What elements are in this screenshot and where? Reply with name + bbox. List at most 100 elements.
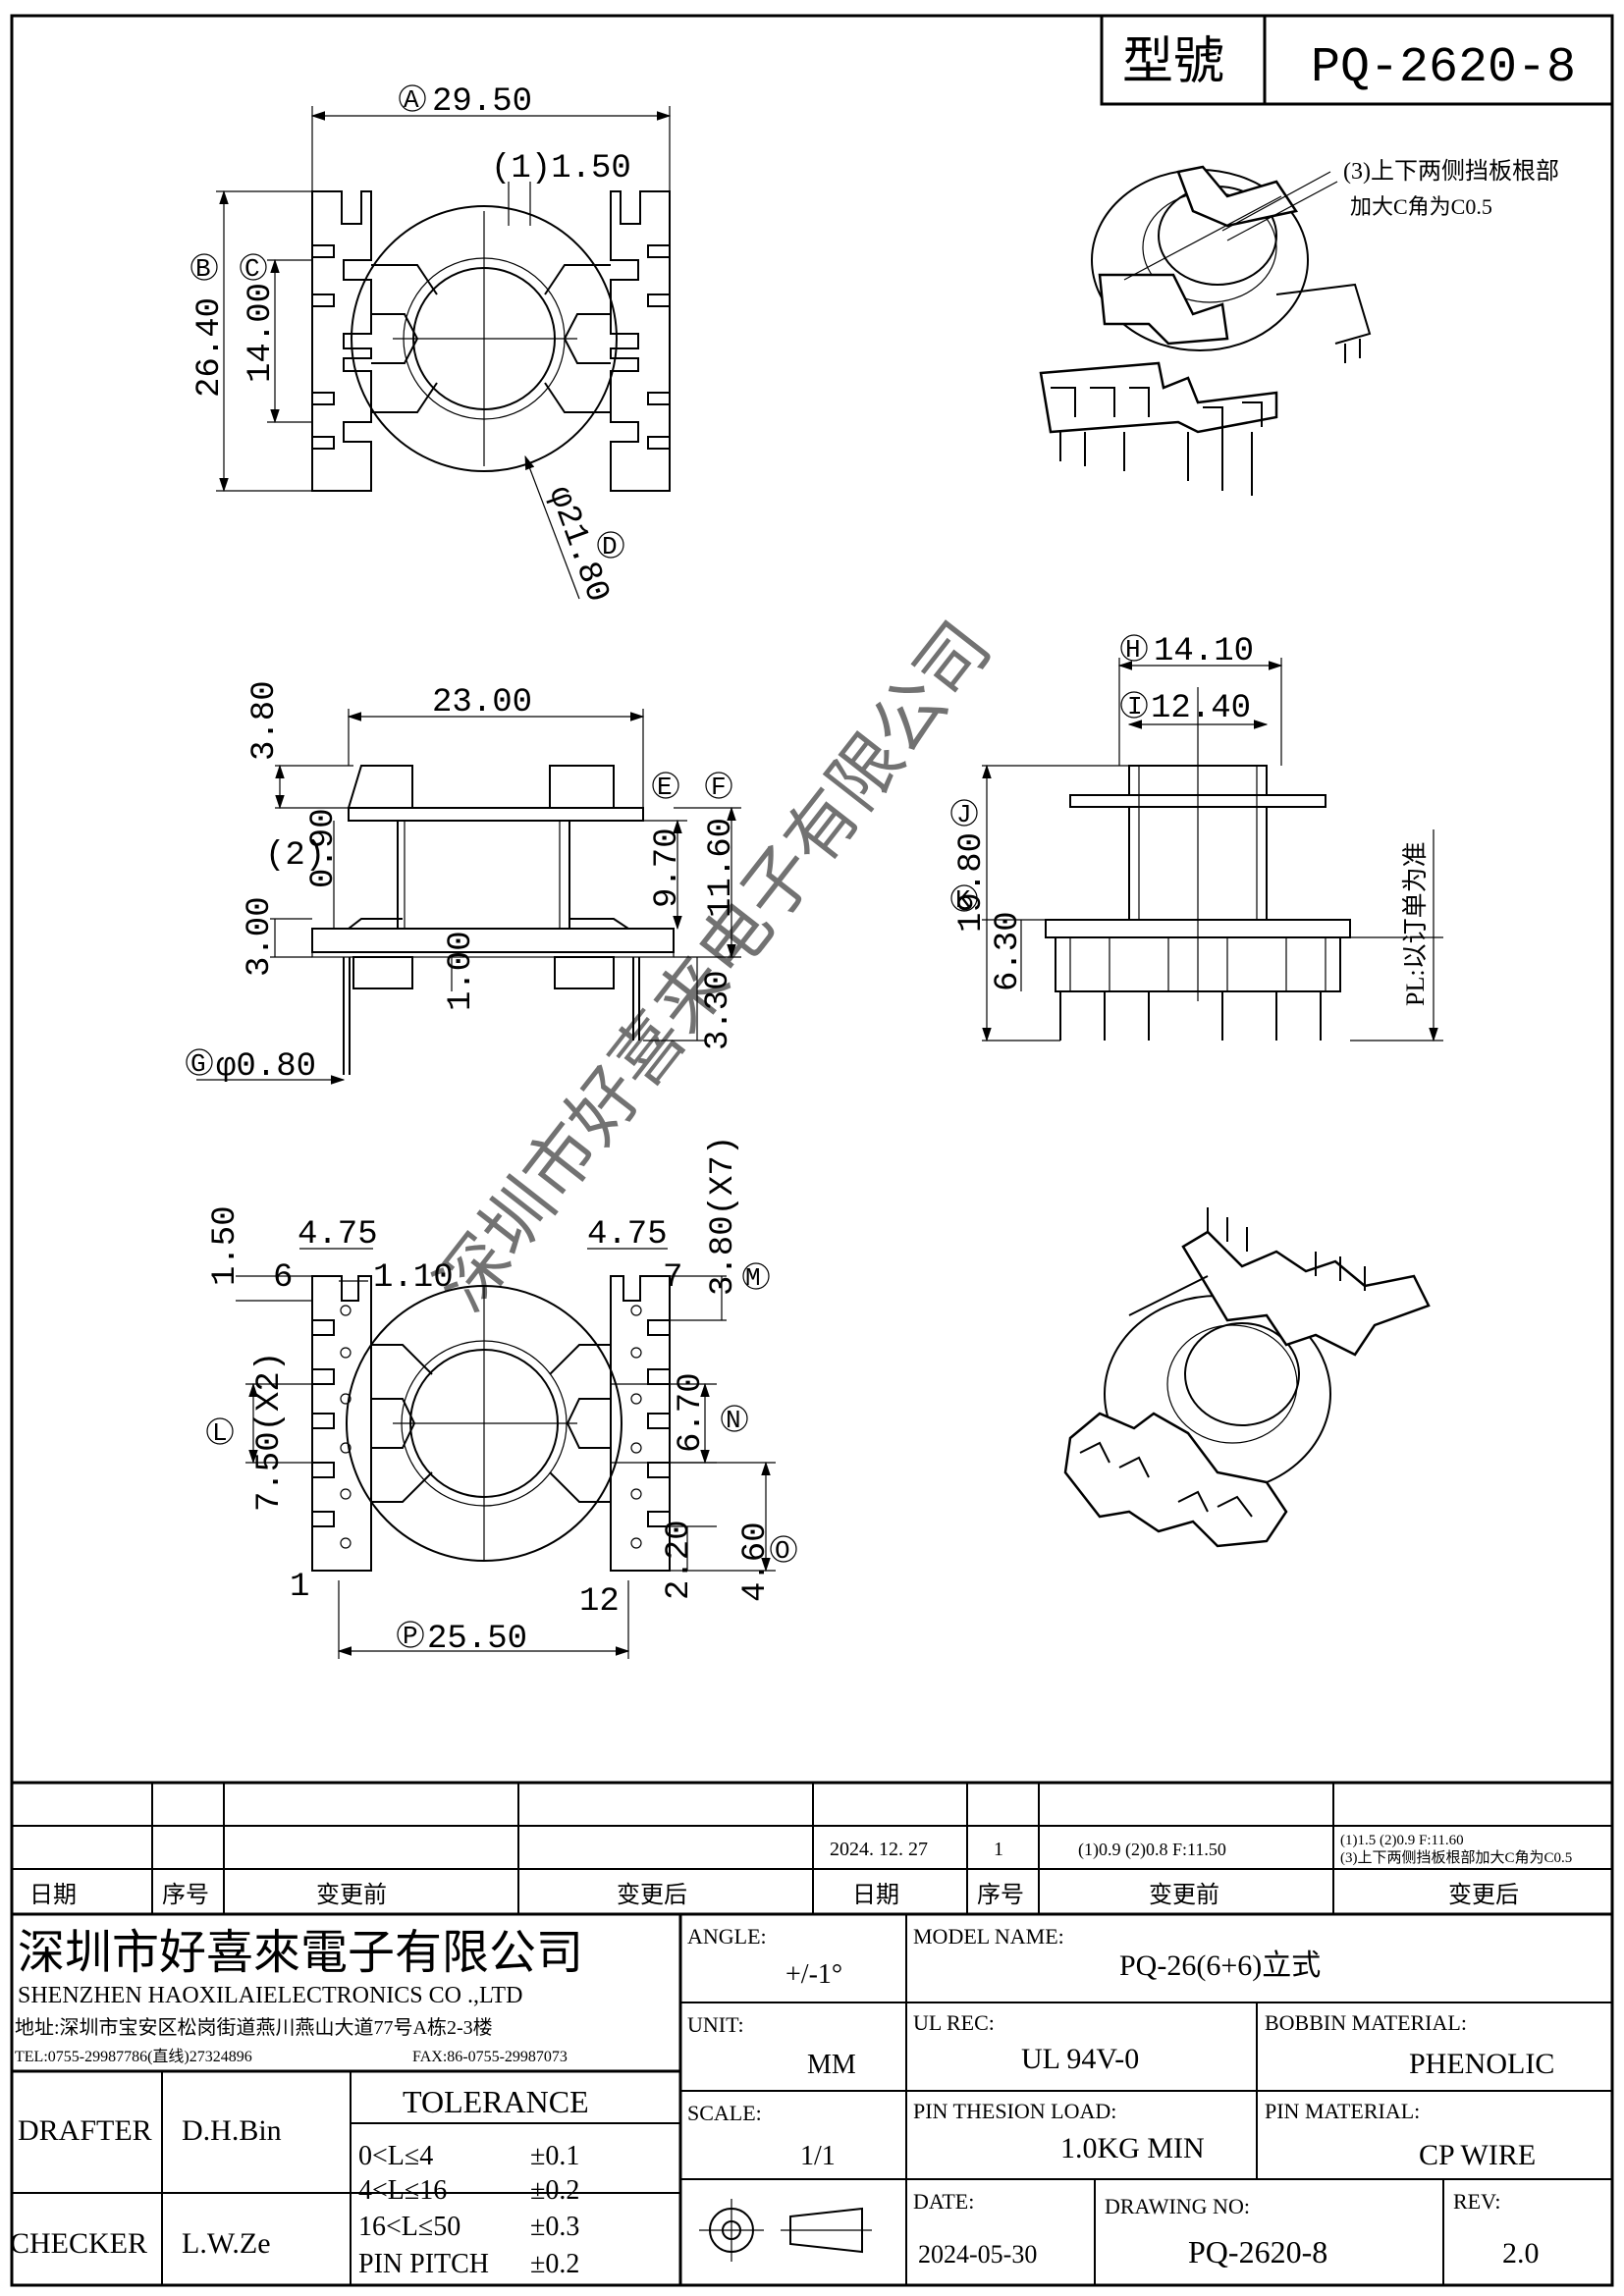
model-name-value: PQ-26(6+6)立式 xyxy=(1119,1949,1321,1982)
checker-label: CHECKER xyxy=(10,2227,147,2260)
dim-side-30: 3.00 xyxy=(242,896,279,977)
letter-E: E xyxy=(657,773,673,802)
rev-label: REV: xyxy=(1453,2189,1500,2214)
tension-value: 1.0KG MIN xyxy=(1060,2132,1205,2164)
bobbin-label: BOBBIN MATERIAL: xyxy=(1265,2010,1467,2035)
dim-G: φ0.80 xyxy=(216,1048,316,1086)
letter-M: M xyxy=(745,1263,761,1293)
dim-O: 4.60 xyxy=(737,1522,775,1602)
unit-value: MM xyxy=(807,2050,856,2080)
rev-value: 2.0 xyxy=(1502,2237,1540,2269)
rev-header-after1: 变更后 xyxy=(617,1882,687,1908)
iso-view-bottom xyxy=(1063,1207,1431,1548)
iso-note-line1: (3)上下两侧挡板根部 xyxy=(1343,158,1559,185)
dim-475a: 4.75 xyxy=(298,1216,378,1254)
model-header-label: 型號 xyxy=(1122,34,1224,90)
iso-view-top: (3)上下两侧挡板根部 加大C角为C0.5 xyxy=(1039,158,1559,496)
letter-F: F xyxy=(711,773,727,802)
scale-label: SCALE: xyxy=(687,2101,762,2125)
checker-value: L.W.Ze xyxy=(182,2227,271,2260)
side-view: 23.00 3.80 (2) 0.90 E 9.70 F 11.60 3.00 … xyxy=(186,680,741,1086)
dim-side-38: 3.80 xyxy=(246,680,284,761)
letter-A: A xyxy=(404,85,419,115)
dim-150: 1.50 xyxy=(207,1205,244,1286)
rev-header-before1: 变更前 xyxy=(316,1882,387,1908)
company-name-cn: 深圳市好喜來電子有限公司 xyxy=(18,1927,583,1979)
dim-J: 19.80 xyxy=(953,832,991,933)
ul-label: UL REC: xyxy=(913,2010,995,2035)
dim-475b: 4.75 xyxy=(587,1216,668,1254)
letter-N: N xyxy=(726,1406,741,1435)
letter-K: K xyxy=(955,885,971,915)
rev-after-line2: (3)上下两侧挡板根部加大C角为C0.5 xyxy=(1340,1848,1572,1866)
company-address: 地址:深圳市宝安区松岗街道燕川燕山大道77号A栋2-3楼 xyxy=(15,2016,493,2039)
rev-header-before2: 变更前 xyxy=(1149,1882,1219,1908)
drafter-label: DRAFTER xyxy=(18,2114,152,2147)
drawing-no-value: PQ-2620-8 xyxy=(1188,2234,1327,2269)
drawing-no-label: DRAWING NO: xyxy=(1105,2194,1250,2218)
dim-B: 26.40 xyxy=(191,297,229,398)
model-header-value: PQ-2620-8 xyxy=(1311,40,1576,96)
model-name-label: MODEL NAME: xyxy=(913,1924,1064,1949)
pin-1: 1 xyxy=(290,1569,309,1606)
tol-value-3: ±0.2 xyxy=(530,2249,579,2279)
pin-12: 12 xyxy=(579,1583,620,1621)
letter-C: C xyxy=(244,254,260,284)
letter-H: H xyxy=(1125,635,1141,665)
angle-value: +/-1° xyxy=(785,1959,842,1990)
dim-220: 2.20 xyxy=(661,1520,698,1600)
letter-I: I xyxy=(1127,692,1143,721)
date-label: DATE: xyxy=(913,2189,974,2214)
tol-range-2: 16<L≤50 xyxy=(358,2212,460,2242)
date-value: 2024-05-30 xyxy=(918,2240,1037,2269)
dim-side-09: 0.90 xyxy=(305,808,343,888)
letter-D: D xyxy=(602,532,618,561)
title-block: 深圳市好喜來電子有限公司 SHENZHEN HAOXILAIELECTRONIC… xyxy=(10,1914,1612,2285)
rev-header-seq2: 序号 xyxy=(977,1882,1024,1908)
rev-date: 2024. 12. 27 xyxy=(830,1839,928,1860)
pin-material-value: CP WIRE xyxy=(1419,2139,1536,2171)
tol-range-0: 0<L≤4 xyxy=(358,2141,433,2171)
revision-table: 2024. 12. 27 1 (1)0.9 (2)0.8 F:11.50 (1)… xyxy=(12,1781,1612,1916)
rev-before: (1)0.9 (2)0.8 F:11.50 xyxy=(1078,1840,1226,1860)
letter-L: L xyxy=(212,1418,228,1448)
rev-header-seq1: 序号 xyxy=(162,1882,209,1908)
pin-material-label: PIN MATERIAL: xyxy=(1265,2099,1420,2123)
company-name-en: SHENZHEN HAOXILAIELECTRONICS CO .,LTD xyxy=(18,1983,522,2008)
angle-label: ANGLE: xyxy=(687,1924,767,1949)
dim-n1: (1)1.50 xyxy=(491,150,631,187)
dim-side-33: 3.30 xyxy=(700,970,737,1050)
model-header: 型號 PQ-2620-8 xyxy=(1100,14,1614,106)
tension-label: PIN THESION LOAD: xyxy=(913,2099,1116,2123)
dim-side-w: 23.00 xyxy=(432,684,532,721)
unit-label: UNIT: xyxy=(687,2012,744,2037)
dim-I: 12.40 xyxy=(1151,690,1251,727)
end-view: H 14.10 I 12.40 J 19.80 K 6.30 PL:以订单为准 xyxy=(950,633,1443,1042)
dim-H: 14.10 xyxy=(1154,633,1254,670)
dim-M: 3.80(X7) xyxy=(705,1136,742,1296)
dim-L: 7.50(X2) xyxy=(251,1352,289,1512)
pl-note: PL:以订单为准 xyxy=(1401,841,1430,1006)
rev-header-date1: 日期 xyxy=(29,1883,77,1908)
scale-value: 1/1 xyxy=(800,2141,836,2171)
rev-header-date2: 日期 xyxy=(852,1883,899,1908)
company-fax: FAX:86-0755-29987073 xyxy=(412,2049,568,2065)
top-view: A 29.50 (1)1.50 B 26.40 C 14.00 φ21.80 D xyxy=(190,83,672,608)
dim-A: 29.50 xyxy=(432,83,532,121)
dim-110: 1.10 xyxy=(373,1259,454,1297)
pin-7: 7 xyxy=(663,1259,682,1297)
dim-side-n2: (2) xyxy=(265,837,325,875)
dim-F: 11.60 xyxy=(703,818,740,918)
ul-value: UL 94V-0 xyxy=(1021,2043,1139,2075)
rev-seq: 1 xyxy=(994,1839,1003,1860)
tol-value-1: ±0.2 xyxy=(530,2175,579,2206)
dim-C: 14.00 xyxy=(243,283,280,383)
sheet-border xyxy=(10,14,1614,2287)
letter-J: J xyxy=(956,800,972,829)
company-tel: TEL:0755-29987786(直线)27324896 xyxy=(15,2048,252,2065)
tol-title: TOLERANCE xyxy=(403,2084,589,2119)
iso-note-line2: 加大C角为C0.5 xyxy=(1350,194,1492,219)
letter-B: B xyxy=(195,254,211,284)
rev-after-line1: (1)1.5 (2)0.9 F:11.60 xyxy=(1340,1833,1464,1848)
